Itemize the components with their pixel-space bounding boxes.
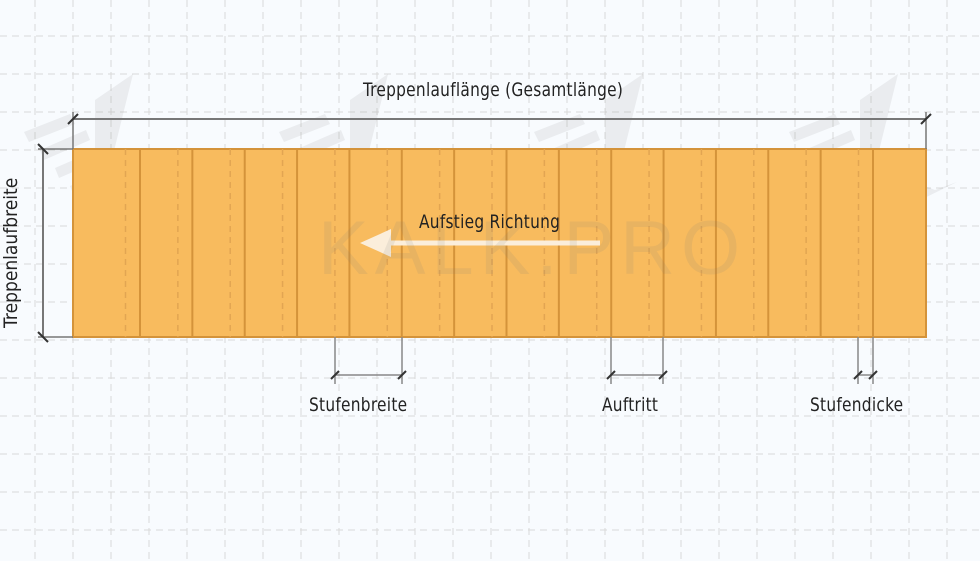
auftritt-label: Auftritt bbox=[602, 394, 659, 416]
stufenbreite-dimension bbox=[330, 337, 407, 384]
length-dimension bbox=[67, 112, 932, 149]
direction-arrow-icon bbox=[360, 229, 600, 257]
stufendicke-dimension bbox=[853, 337, 878, 384]
direction-label: Aufstieg Richtung bbox=[419, 211, 561, 233]
stair-width-label: Treppenlaufbreite bbox=[0, 177, 22, 328]
auftritt-dimension bbox=[606, 337, 668, 384]
stufendicke-label: Stufendicke bbox=[810, 394, 904, 416]
width-dimension bbox=[37, 143, 73, 343]
watermark-text: KALK.PRO bbox=[318, 206, 747, 291]
total-length-label: Treppenlauflänge (Gesamtlänge) bbox=[363, 79, 624, 101]
stufenbreite-label: Stufenbreite bbox=[309, 394, 408, 416]
